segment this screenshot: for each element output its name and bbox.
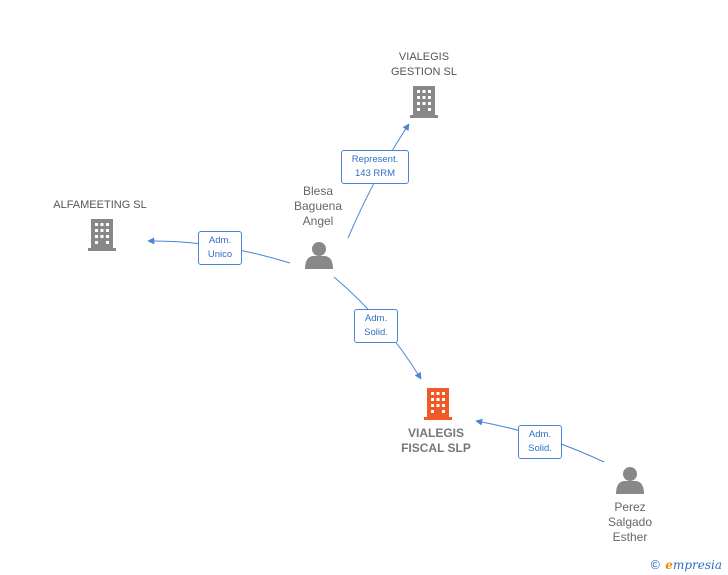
- person-label-blesa[interactable]: Blesa Baguena Angel: [293, 184, 343, 228]
- brand-footer[interactable]: ©empresia: [649, 558, 722, 572]
- building-icon[interactable]: [88, 219, 116, 251]
- company-label-alfameeting[interactable]: ALFAMEETING SL: [53, 199, 147, 211]
- edge-label-adm-unico: Adm. Unico: [198, 231, 242, 265]
- edge-label-adm-solid-blesa: Adm. Solid.: [354, 309, 398, 343]
- copyright-icon: ©: [649, 558, 662, 572]
- building-icon[interactable]: [424, 388, 452, 420]
- person-label-perez[interactable]: Perez Salgado Esther: [607, 500, 653, 544]
- company-label-vialegis-gestion[interactable]: VIALEGIS GESTION SL: [390, 51, 458, 78]
- brand-logo-e: e: [665, 558, 673, 572]
- person-icon[interactable]: [305, 242, 333, 269]
- building-icon[interactable]: [410, 86, 438, 118]
- brand-logo-text: mpresia: [672, 558, 722, 572]
- edge-label-adm-solid-perez: Adm. Solid.: [518, 425, 562, 459]
- company-label-vialegis-fiscal[interactable]: VIALEGIS FISCAL SLP: [401, 426, 471, 455]
- person-icon[interactable]: [616, 467, 644, 494]
- edge-label-represent: Represent. 143 RRM: [341, 150, 409, 184]
